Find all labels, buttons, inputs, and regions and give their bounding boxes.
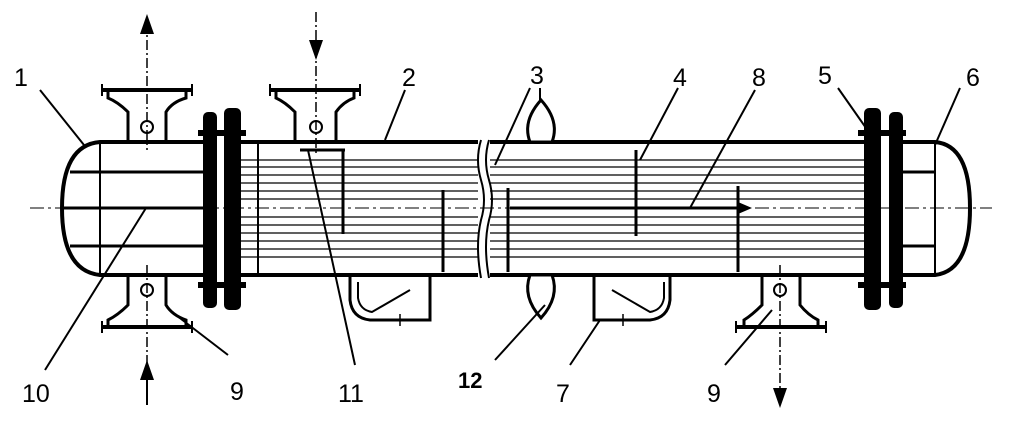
label-9-right: 9 xyxy=(707,380,721,408)
right-head xyxy=(903,140,973,277)
label-7: 7 xyxy=(556,380,570,408)
label-5: 5 xyxy=(818,62,832,90)
support-saddle-left xyxy=(348,275,432,326)
label-3: 3 xyxy=(530,62,544,90)
shell-break xyxy=(477,139,493,279)
tube-bundle-left xyxy=(241,159,478,258)
label-8: 8 xyxy=(752,64,766,92)
leader-lines xyxy=(39,87,961,371)
tube-bundle-right xyxy=(490,159,864,258)
left-flanges xyxy=(198,108,246,310)
left-bottom-nozzle xyxy=(101,265,193,405)
label-6: 6 xyxy=(966,64,980,92)
label-9-left: 9 xyxy=(230,378,244,406)
label-11: 11 xyxy=(338,380,364,408)
expansion-joint xyxy=(526,97,556,321)
left-head xyxy=(59,140,217,277)
label-2: 2 xyxy=(402,64,416,92)
label-4: 4 xyxy=(673,64,687,92)
label-12: 12 xyxy=(458,368,482,393)
shell-left-section xyxy=(241,140,478,277)
shell-inlet-nozzle xyxy=(269,12,361,155)
support-saddle-right xyxy=(592,275,672,326)
right-flanges xyxy=(858,108,906,310)
left-top-nozzle xyxy=(101,14,193,150)
label-10: 10 xyxy=(22,380,50,408)
tie-rod-end xyxy=(738,202,752,214)
shell-outlet-nozzle xyxy=(735,265,827,408)
label-1: 1 xyxy=(14,64,28,92)
